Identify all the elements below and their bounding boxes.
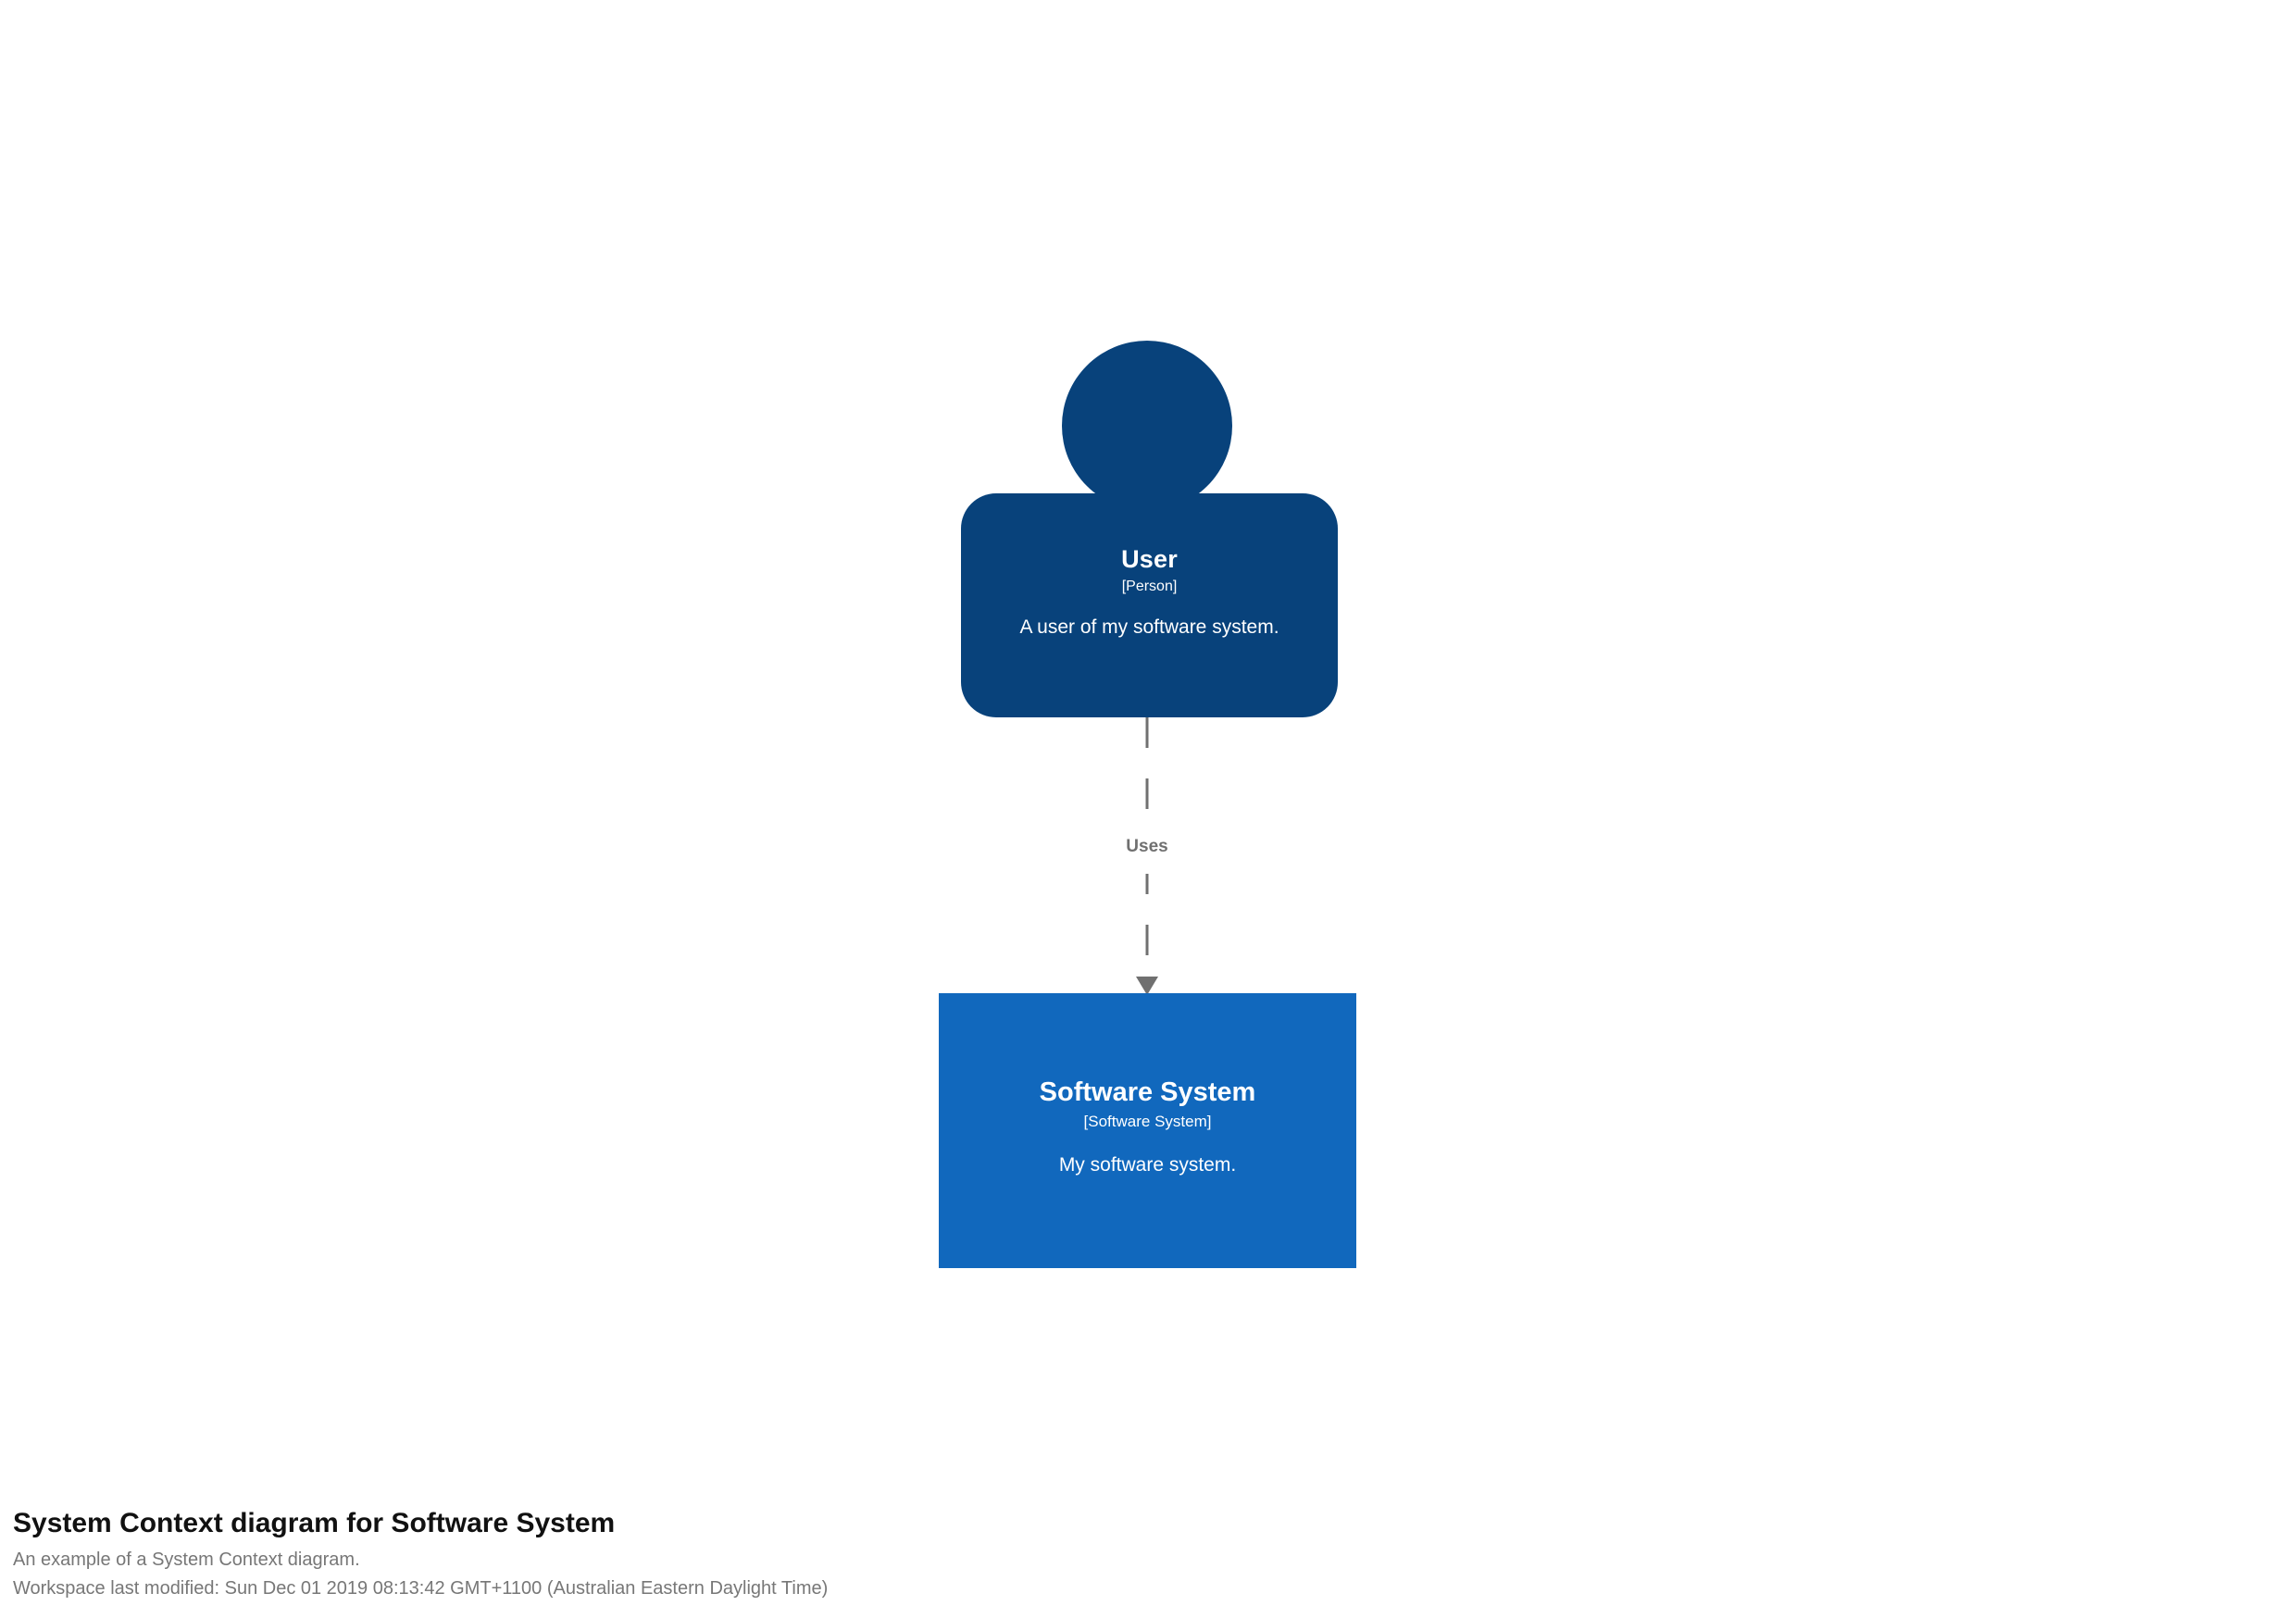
person-body-box[interactable]: User [Person] A user of my software syst… [961, 493, 1338, 717]
element-description-user: A user of my software system. [1019, 616, 1279, 639]
element-name-user: User [1121, 545, 1178, 573]
diagram-caption: System Context diagram for Software Syst… [13, 1507, 828, 1602]
element-description-software-system: My software system. [1058, 1153, 1237, 1176]
relationship-label-uses: Uses [1126, 837, 1168, 856]
caption-title: System Context diagram for Software Syst… [13, 1508, 616, 1538]
element-type-user: [Person] [1121, 579, 1178, 595]
element-software-system-box[interactable]: Software System [Software System] My sof… [939, 993, 1356, 1268]
element-name-software-system: Software System [1039, 1077, 1256, 1107]
relationship-arrowhead-icon [1136, 977, 1158, 995]
caption-last-modified: Workspace last modified: Sun Dec 01 2019… [13, 1577, 829, 1599]
relationship-line-upper [1145, 717, 1149, 827]
caption-subtitle: An example of a System Context diagram. [13, 1549, 360, 1570]
person-head-icon [1062, 341, 1232, 511]
element-type-software-system: [Software System] [1083, 1113, 1212, 1131]
relationship-line-lower [1145, 874, 1149, 976]
